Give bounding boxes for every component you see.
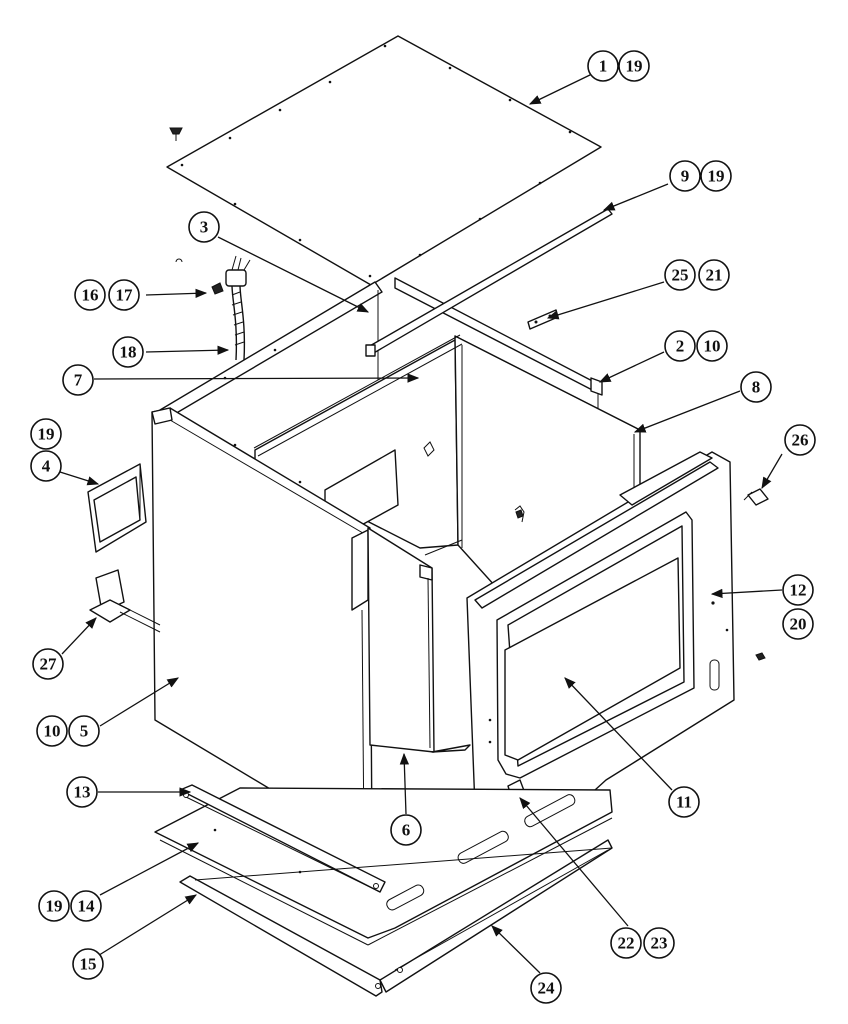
svg-text:19: 19 (38, 425, 55, 444)
svg-text:7: 7 (74, 371, 83, 390)
svg-text:25: 25 (672, 266, 689, 285)
right-rear-strip (590, 377, 603, 396)
svg-text:6: 6 (402, 821, 411, 840)
svg-text:19: 19 (46, 897, 63, 916)
top-screw (169, 127, 183, 141)
callout-bubbles: 1 19 9 19 3 16 17 25 21 18 2 10 7 8 (30, 50, 816, 1004)
front-center-panel (367, 527, 471, 753)
callout-26: 26 (784, 424, 816, 456)
callout-16-17: 16 17 (74, 279, 140, 311)
svg-text:4: 4 (42, 457, 51, 476)
callout-1-19: 1 19 (587, 50, 650, 82)
svg-text:10: 10 (704, 337, 721, 356)
svg-text:13: 13 (74, 783, 91, 802)
callout-12: 12 (782, 574, 814, 606)
base-channel (179, 839, 613, 997)
svg-text:8: 8 (752, 378, 761, 397)
callout-7: 7 (62, 364, 94, 396)
callout-13: 13 (66, 776, 98, 808)
callout-20: 20 (782, 608, 814, 640)
svg-text:11: 11 (676, 793, 692, 812)
svg-text:16: 16 (82, 286, 99, 305)
top-rail (365, 208, 613, 357)
svg-text:22: 22 (618, 934, 635, 953)
side-bracket (87, 463, 147, 553)
svg-text:26: 26 (792, 431, 809, 450)
svg-text:10: 10 (44, 722, 61, 741)
callout-18: 18 (112, 336, 144, 368)
svg-text:18: 18 (120, 343, 137, 362)
callout-22-23: 22 23 (610, 927, 675, 959)
svg-text:21: 21 (706, 266, 723, 285)
svg-text:9: 9 (681, 167, 690, 186)
callout-2-10: 2 10 (664, 330, 728, 362)
svg-text:24: 24 (538, 979, 556, 998)
svg-text:23: 23 (651, 934, 668, 953)
left-side-panel (151, 334, 463, 846)
svg-text:2: 2 (676, 337, 685, 356)
svg-text:15: 15 (80, 955, 97, 974)
callout-3: 3 (188, 211, 220, 243)
callout-4: 4 (30, 450, 62, 482)
junction-block (89, 569, 161, 633)
power-cord (211, 255, 251, 361)
small-fastener (755, 652, 766, 661)
svg-text:17: 17 (116, 286, 134, 305)
callout-19-left: 19 (30, 418, 62, 450)
svg-text:3: 3 (200, 218, 209, 237)
svg-text:27: 27 (40, 655, 58, 674)
leader-lines (59, 73, 783, 974)
cavity-fastener (515, 509, 524, 519)
small-bracket (527, 309, 559, 330)
svg-text:19: 19 (626, 57, 643, 76)
top-panel (166, 35, 602, 286)
callout-25-21: 25 21 (664, 259, 730, 291)
callout-10-5: 10 5 (36, 715, 100, 747)
callout-19-14: 19 14 (38, 890, 102, 922)
callout-27: 27 (32, 648, 64, 680)
svg-text:19: 19 (708, 167, 725, 186)
callout-24: 24 (530, 972, 562, 1004)
callout-9-19: 9 19 (669, 160, 732, 192)
svg-text:14: 14 (78, 897, 96, 916)
fitting (743, 488, 769, 506)
callout-11: 11 (668, 786, 700, 818)
svg-text:5: 5 (80, 722, 89, 741)
svg-text:12: 12 (790, 581, 807, 600)
callout-8: 8 (740, 371, 772, 403)
callout-6: 6 (390, 814, 422, 846)
small-clip (175, 258, 183, 263)
svg-text:1: 1 (599, 57, 608, 76)
svg-text:20: 20 (790, 615, 807, 634)
callout-15: 15 (72, 948, 104, 980)
